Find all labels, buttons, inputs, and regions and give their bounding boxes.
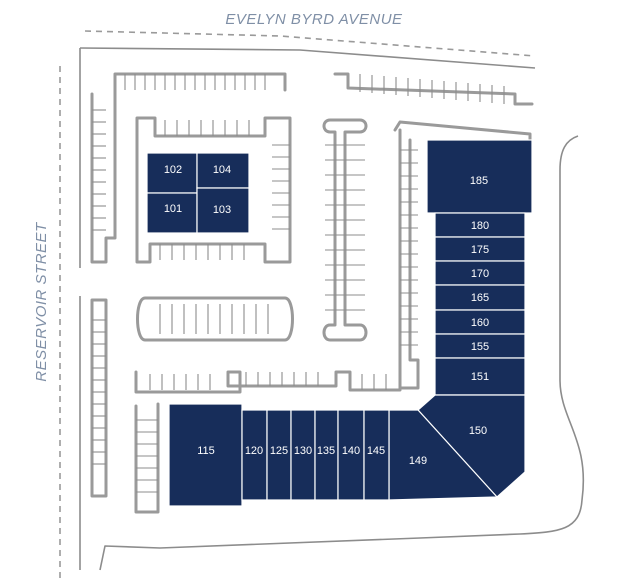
unit-155-label: 155	[471, 341, 489, 353]
unit-150-label: 150	[469, 425, 487, 437]
unit-160-label: 160	[471, 317, 489, 329]
east-wing-building: 185 180 175 170 165 160 155 151	[426, 139, 533, 396]
unit-130[interactable]	[290, 409, 316, 501]
unit-115[interactable]	[168, 403, 243, 507]
reservoir-street-label: RESERVOIR STREET	[33, 221, 50, 382]
unit-165-label: 165	[471, 292, 489, 304]
unit-150[interactable]	[417, 394, 526, 498]
unit-103[interactable]	[196, 187, 250, 234]
parking-middle-island	[136, 296, 294, 342]
unit-185[interactable]	[426, 139, 533, 214]
unit-170[interactable]	[434, 260, 526, 286]
evelyn-byrd-avenue-label: EVELYN BYRD AVENUE	[225, 11, 403, 28]
unit-103-label: 103	[213, 204, 231, 216]
corner-building: 150 149	[388, 394, 526, 501]
parking-west-strip	[90, 298, 108, 498]
south-row-building: 115 120 125 130 135 140 145	[168, 403, 390, 507]
unit-155[interactable]	[434, 333, 526, 359]
parking-east-column	[398, 128, 420, 390]
unit-180-label: 180	[471, 220, 489, 232]
evelyn-byrd-road-edge	[84, 30, 536, 57]
parking-center-island	[322, 118, 368, 342]
unit-130-label: 130	[294, 445, 312, 457]
parking-inner-block-outline	[135, 116, 292, 264]
unit-175-label: 175	[471, 244, 489, 256]
parking-northwest-outline	[90, 72, 287, 264]
unit-125-label: 125	[270, 445, 288, 457]
north-lot-edge	[79, 47, 536, 69]
parking-stalls	[92, 74, 505, 493]
pad-building: 102 104 101 103	[146, 152, 250, 234]
parking-south-row	[134, 370, 402, 394]
unit-185-label: 185	[470, 175, 488, 187]
unit-175[interactable]	[434, 236, 526, 262]
unit-102-label: 102	[164, 164, 182, 176]
parking-south-west-strip	[134, 402, 160, 514]
unit-151-label: 151	[471, 371, 489, 383]
unit-151[interactable]	[434, 357, 526, 396]
unit-101-label: 101	[164, 203, 182, 215]
unit-140-label: 140	[342, 445, 360, 457]
unit-120[interactable]	[241, 409, 268, 501]
unit-145-label: 145	[367, 445, 385, 457]
unit-115-label: 115	[197, 445, 215, 457]
unit-104-label: 104	[213, 164, 231, 176]
unit-145[interactable]	[363, 409, 390, 501]
unit-104[interactable]	[196, 152, 250, 189]
parking-north-outline	[333, 72, 534, 106]
unit-170-label: 170	[471, 268, 489, 280]
unit-135-label: 135	[317, 445, 335, 457]
east-boundary	[99, 135, 585, 571]
unit-180[interactable]	[434, 212, 526, 238]
unit-149-label: 149	[409, 455, 427, 467]
unit-120-label: 120	[245, 445, 263, 457]
parking-east-top	[393, 120, 532, 144]
unit-140[interactable]	[337, 409, 365, 501]
